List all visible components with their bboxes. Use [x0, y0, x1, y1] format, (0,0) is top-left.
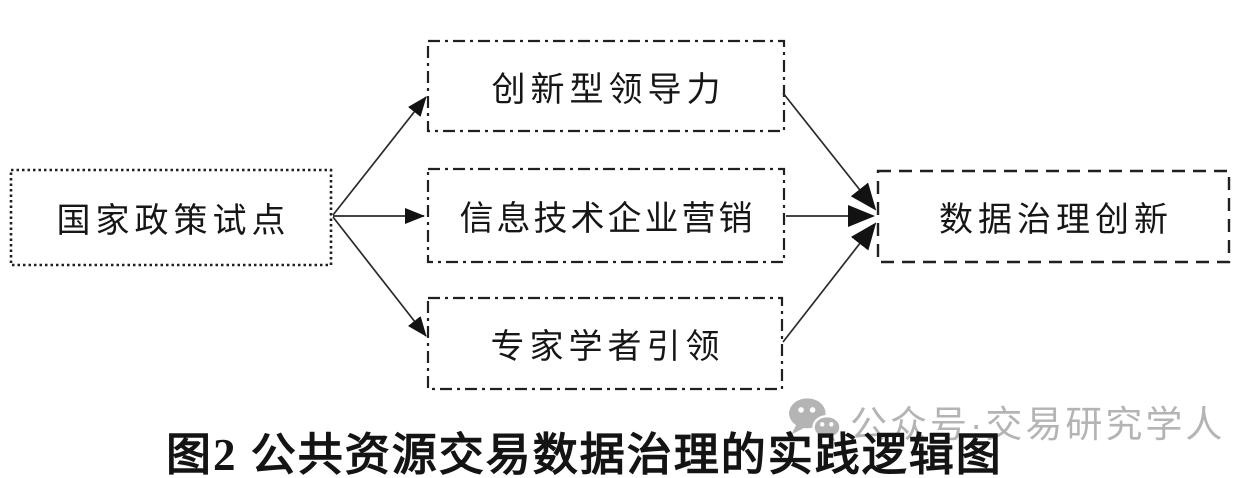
- node-source: 国家政策试点: [56, 203, 291, 240]
- node-outcome-border: [876, 169, 1231, 264]
- edge-experts-to-outcome: [782, 222, 877, 343]
- node-marketing: 信息技术企业营销: [459, 201, 756, 238]
- edge-source-to-leadership: [332, 96, 427, 216]
- watermark: 公众号·交易研究学人: [786, 394, 1225, 448]
- node-leadership-border: [426, 39, 786, 133]
- edge-source-to-experts: [332, 216, 427, 337]
- watermark-text: 公众号·交易研究学人: [850, 404, 1226, 445]
- node-experts-border: [426, 296, 784, 391]
- node-outcome: 数据治理创新: [939, 202, 1173, 239]
- node-marketing-border: [426, 167, 786, 264]
- node-leadership: 创新型领导力: [491, 71, 726, 109]
- figure-caption: 图2 公共资源交易数据治理的实践逻辑图: [166, 430, 1003, 478]
- edge-leadership-to-outcome: [782, 92, 877, 211]
- node-source-border: [9, 168, 333, 267]
- node-experts: 专家学者引领: [490, 329, 725, 366]
- wechat-icon: [789, 398, 842, 446]
